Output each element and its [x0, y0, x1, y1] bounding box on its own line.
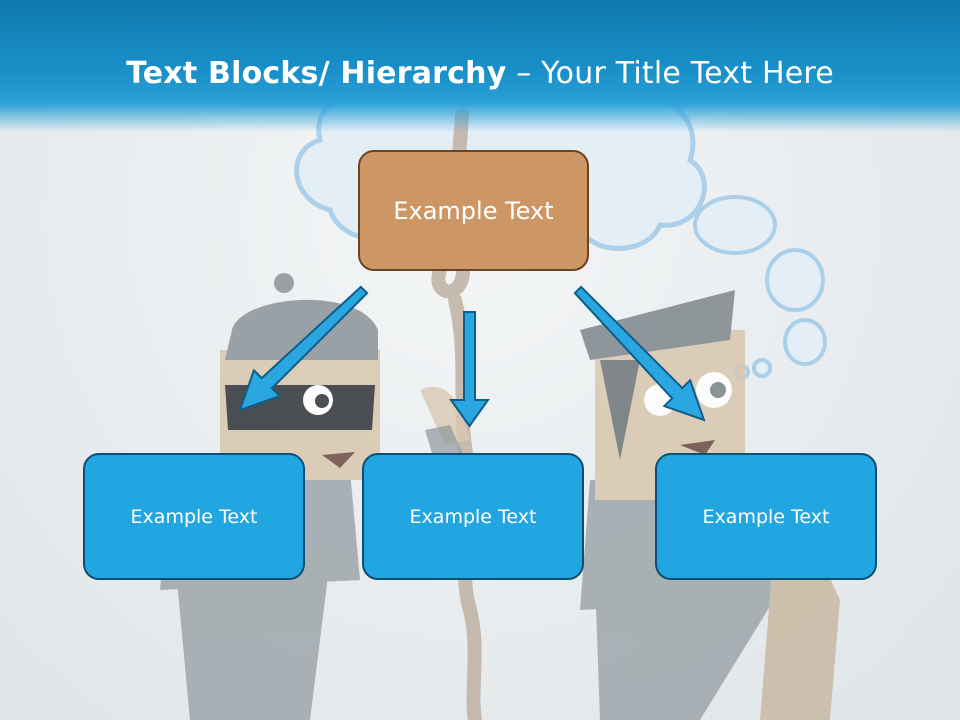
header-bar [0, 0, 960, 132]
hand-illustration [420, 386, 470, 445]
diagonal-arrow-icon-right [573, 285, 706, 422]
page-title: Text Blocks/ Hierarchy – Your Title Text… [0, 56, 960, 91]
small-thought-bubbles [693, 195, 827, 380]
down-arrow-icon-center [449, 311, 490, 428]
root-box[interactable]: Example Text [358, 150, 589, 271]
child-box-left[interactable]: Example Text [83, 453, 305, 580]
child-box-center[interactable]: Example Text [362, 453, 584, 580]
title-rest: – Your Title Text Here [506, 56, 834, 91]
child-box-right[interactable]: Example Text [655, 453, 877, 580]
diagonal-arrow-icon-left [238, 285, 369, 412]
title-bold: Text Blocks/ Hierarchy [126, 56, 507, 91]
